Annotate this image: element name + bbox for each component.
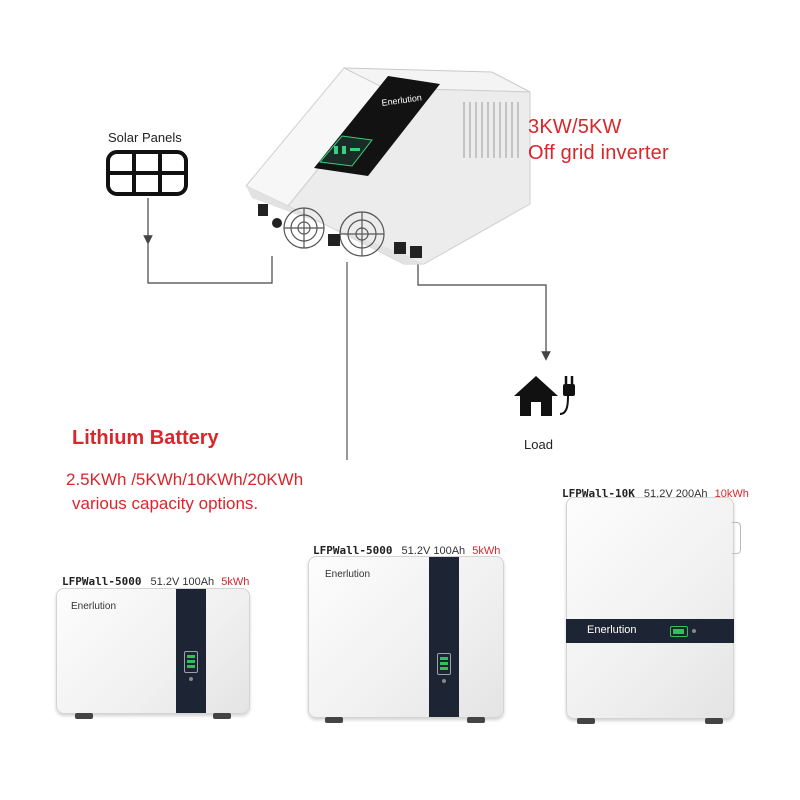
solar-panel-icon — [106, 150, 188, 196]
battery-unit-b: Enerlution — [308, 556, 504, 723]
battery-electrical: 51.2V 100Ah — [401, 545, 466, 557]
inverter-to-load-line — [417, 260, 551, 361]
battery-model: LFPWall-5000 — [313, 544, 393, 557]
battery-display-strip — [176, 589, 206, 713]
battery-capacity: 5kWh — [472, 545, 501, 557]
inverter-power-label: 3KW/5KW — [528, 116, 622, 138]
battery-level-icon — [670, 626, 688, 637]
battery-level-icon — [437, 653, 451, 675]
battery-model: LFPWall-10K — [562, 487, 635, 500]
inverter-image: Enerlution — [245, 67, 531, 265]
lithium-battery-title: Lithium Battery — [72, 427, 219, 449]
capacity-options-line2: various capacity options. — [72, 494, 259, 513]
solar-panels-label: Solar Panels — [108, 130, 182, 145]
battery-capacity: 5kWh — [221, 576, 250, 588]
battery-display-strip — [566, 619, 734, 643]
battery-model: LFPWall-5000 — [62, 575, 142, 588]
battery-display-strip — [429, 557, 459, 717]
load-label: Load — [524, 437, 553, 452]
solar-bus-line — [147, 244, 273, 284]
battery-spec-b: LFPWall-5000 51.2V 100Ah 5kWh — [313, 544, 500, 557]
battery-electrical: 51.2V 100Ah — [150, 576, 215, 588]
battery-level-icon — [184, 651, 198, 673]
fan-right — [339, 211, 385, 257]
plug-icon — [559, 376, 575, 415]
battery-unit-a: Enerlution — [56, 588, 250, 719]
battery-brand: Enerlution — [587, 624, 637, 636]
battery-brand: Enerlution — [325, 569, 371, 580]
battery-spec-a: LFPWall-5000 51.2V 100Ah 5kWh — [62, 575, 249, 588]
fan-left — [283, 207, 325, 249]
inverter-type-label: Off grid inverter — [528, 142, 669, 164]
battery-brand: Enerlution — [71, 601, 117, 612]
house-icon — [514, 376, 575, 416]
battery-unit-c: Enerlution — [566, 497, 741, 724]
capacity-options-line1: 2.5KWh /5KWh/10KWh/20KWh — [66, 470, 304, 489]
